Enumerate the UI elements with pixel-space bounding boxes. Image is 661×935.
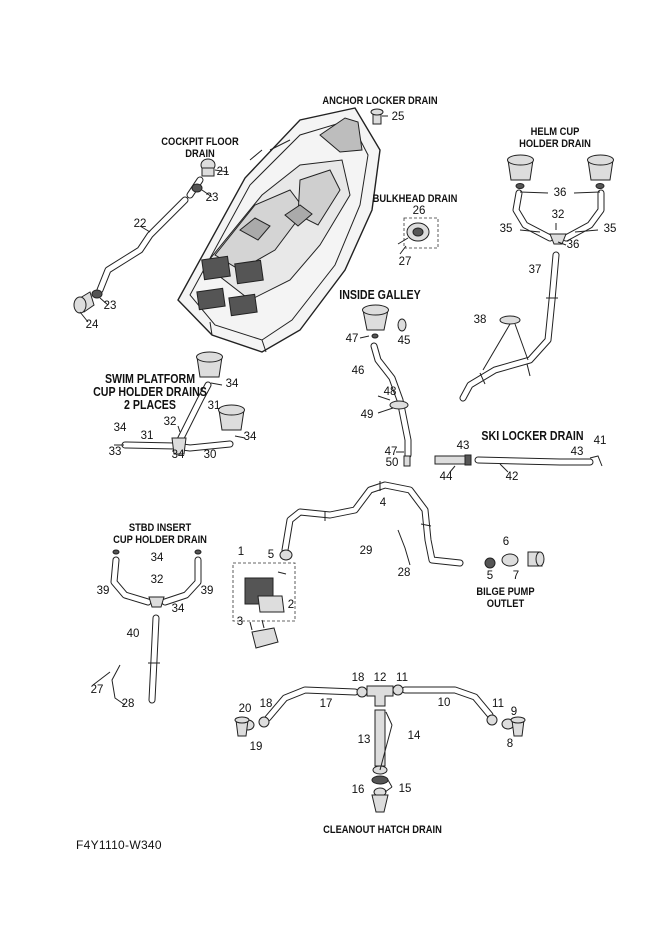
- part-number: 31: [140, 430, 154, 442]
- part-number: 4: [379, 497, 387, 509]
- part-number: 38: [473, 314, 487, 326]
- part-number: 9: [510, 706, 518, 718]
- part-number: 20: [238, 703, 252, 715]
- label-swim-platform: SWIM PLATFORM CUP HOLDER DRAINS 2 PLACES: [93, 372, 207, 412]
- part-number: 15: [398, 783, 412, 795]
- part-number: 34: [150, 552, 164, 564]
- part-number: 16: [351, 784, 365, 796]
- part-number: 14: [407, 730, 421, 742]
- part-number: 5: [486, 570, 494, 582]
- part-number: 32: [150, 574, 164, 586]
- part-number: 24: [85, 319, 99, 331]
- label-ski-locker-drain: SKI LOCKER DRAIN: [481, 429, 584, 443]
- part-number: 1: [237, 546, 245, 558]
- part-number: 47: [345, 333, 359, 345]
- cleanout-hatch-drain: [234, 684, 526, 813]
- part-number: 28: [121, 698, 135, 710]
- part-number: 44: [439, 471, 453, 483]
- part-number: 34: [171, 603, 185, 615]
- part-number: 2: [287, 599, 295, 611]
- part-number: 22: [133, 218, 147, 230]
- part-number: 29: [359, 545, 373, 557]
- part-number: 32: [551, 209, 565, 221]
- part-number: 50: [385, 457, 399, 469]
- part-number: 26: [412, 205, 426, 217]
- part-number: 18: [351, 672, 365, 684]
- label-bulkhead-drain: BULKHEAD DRAIN: [372, 193, 458, 205]
- part-number: 46: [351, 365, 365, 377]
- part-number: 39: [96, 585, 110, 597]
- stbd-insert-drain: [92, 549, 202, 706]
- part-number: 18: [259, 698, 273, 710]
- part-number: 32: [163, 416, 177, 428]
- helm-cup-holders: [459, 154, 614, 402]
- label-cockpit-floor-drain: COCKPIT FLOOR DRAIN: [161, 136, 239, 160]
- part-number: 6: [502, 536, 510, 548]
- label-stbd-insert: STBD INSERT CUP HOLDER DRAIN: [113, 522, 207, 546]
- part-number: 49: [360, 409, 374, 421]
- part-number: 21: [216, 166, 230, 178]
- part-number: 45: [397, 335, 411, 347]
- part-number: 37: [528, 264, 542, 276]
- part-number: 19: [249, 741, 263, 753]
- part-number: 17: [319, 698, 333, 710]
- label-cleanout-hatch-drain: CLEANOUT HATCH DRAIN: [323, 824, 442, 836]
- part-number: 30: [203, 449, 217, 461]
- part-number: 7: [512, 570, 520, 582]
- part-number: 39: [200, 585, 214, 597]
- bilge-pump-routing: [232, 481, 545, 649]
- part-number: 31: [207, 400, 221, 412]
- part-number: 23: [205, 192, 219, 204]
- swim-platform-cup-holders: [114, 351, 246, 455]
- part-number: 34: [225, 378, 239, 390]
- label-inside-galley: INSIDE GALLEY: [339, 288, 421, 302]
- boat-hull-drawing: [177, 107, 381, 353]
- anchor-drain-fitting: [370, 108, 388, 125]
- part-number: 43: [456, 440, 470, 452]
- part-number: 42: [505, 471, 519, 483]
- part-number: 43: [570, 446, 584, 458]
- part-number: 48: [383, 386, 397, 398]
- part-number: 12: [373, 672, 387, 684]
- part-number: 40: [126, 628, 140, 640]
- part-number: 34: [171, 449, 185, 461]
- part-number: 33: [108, 446, 122, 458]
- part-number: 10: [437, 697, 451, 709]
- part-number: 34: [113, 422, 127, 434]
- bulkhead-drain-fitting: [397, 217, 439, 255]
- part-number: 27: [398, 256, 412, 268]
- part-number: 34: [243, 431, 257, 443]
- part-number: 11: [492, 698, 504, 710]
- ski-locker-drain: [434, 454, 603, 473]
- part-number: 35: [603, 223, 617, 235]
- part-number: 28: [397, 567, 411, 579]
- part-number: 5: [267, 549, 275, 561]
- part-number: 8: [506, 738, 514, 750]
- label-bilge-pump-outlet: BILGE PUMP OUTLET: [476, 586, 535, 610]
- part-number: 23: [103, 300, 117, 312]
- galley-drain-assembly: [359, 304, 412, 467]
- part-number: 3: [236, 616, 244, 628]
- cockpit-drain-hose: [73, 158, 229, 323]
- part-number: 36: [566, 239, 580, 251]
- label-anchor-locker-drain: ANCHOR LOCKER DRAIN: [322, 95, 438, 107]
- part-number: 11: [396, 672, 408, 684]
- part-number: 41: [593, 435, 607, 447]
- part-number: 47: [384, 446, 398, 458]
- label-helm-cup-holder-drain: HELM CUP HOLDER DRAIN: [519, 126, 591, 150]
- part-number: 35: [499, 223, 513, 235]
- part-number: 13: [357, 734, 371, 746]
- part-number: 36: [553, 187, 567, 199]
- drawing-code: F4Y1110-W340: [76, 838, 162, 852]
- part-number: 27: [90, 684, 104, 696]
- part-number: 25: [391, 111, 405, 123]
